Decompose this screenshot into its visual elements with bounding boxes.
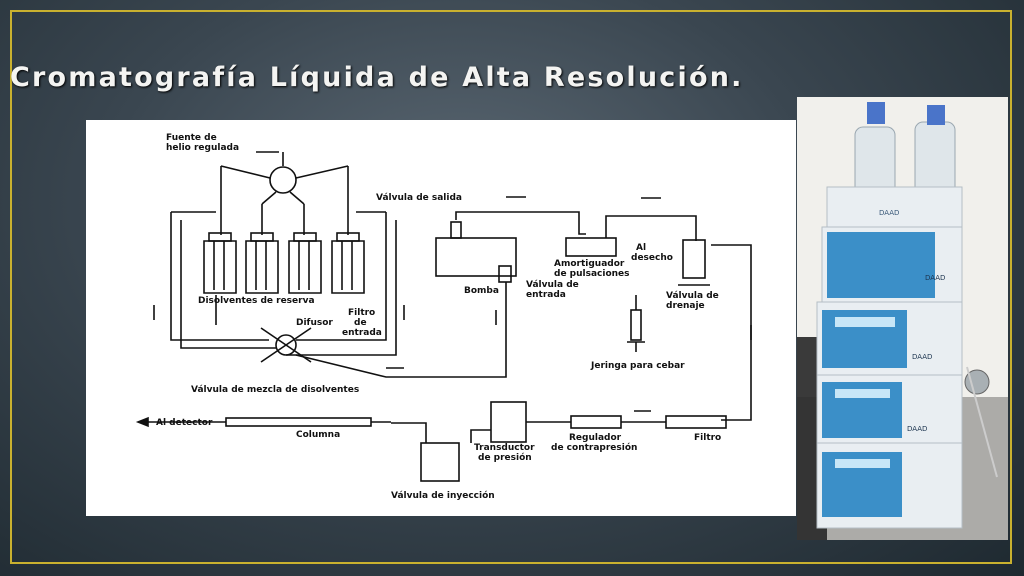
label-outlet-valve: Válvula de salida — [376, 193, 462, 203]
label-filter: Filtro — [694, 433, 721, 443]
svg-text:DAAD: DAAD — [912, 353, 932, 361]
hplc-instrument-photo: DAAD DAAD DAAD DAAD — [797, 97, 1008, 540]
label-inlet-valve: Válvula de — [526, 280, 579, 290]
label-to-waste-2: desecho — [631, 253, 673, 263]
solvent-bottle — [245, 232, 279, 294]
label-mixing-valve: Válvula de mezcla de disolventes — [191, 385, 359, 395]
label-helium-source-2: helio regulada — [166, 143, 239, 153]
solvent-bottle — [288, 232, 322, 294]
hplc-module: DAAD — [816, 301, 963, 378]
helium-manifold — [269, 166, 297, 194]
label-pulse-damper-2: de pulsaciones — [554, 269, 630, 279]
label-reservoir-solvents: Disolventes de reserva — [198, 296, 315, 306]
label-helium-source: Fuente de — [166, 133, 217, 143]
injector-valve-photo — [964, 366, 998, 478]
back-pressure-regulator-symbol — [570, 415, 622, 429]
label-pressure-transducer: Transductor — [474, 443, 535, 453]
label-inlet-filter: Filtro — [348, 308, 375, 318]
slide-frame — [10, 10, 1012, 564]
hplc-module: DAAD — [816, 374, 963, 446]
svg-text:DAAD: DAAD — [879, 209, 899, 217]
pressure-transducer-symbol — [490, 401, 527, 443]
hplc-instrument-svg: DAAD DAAD DAAD DAAD — [797, 97, 1008, 540]
label-column: Columna — [296, 430, 340, 440]
pulse-damper-symbol — [565, 237, 617, 257]
drain-valve-symbol — [682, 239, 706, 279]
label-injection-valve: Válvula de inyección — [391, 490, 495, 501]
hplc-diagram: Fuente de helio regulada Disolventes de … — [86, 120, 796, 516]
label-inlet-filter-3: entrada — [342, 328, 382, 338]
label-drain-valve: Válvula de — [666, 291, 719, 301]
hplc-module: DAAD — [821, 226, 963, 308]
label-back-pressure-regulator-2: de contrapresión — [551, 442, 637, 453]
svg-text:DAAD: DAAD — [907, 425, 927, 433]
label-pump: Bomba — [464, 286, 499, 296]
label-priming-syringe: Jeringa para cebar — [590, 361, 685, 371]
hplc-module-bottom — [816, 442, 963, 529]
label-to-detector: Al detector — [156, 418, 213, 428]
priming-syringe-symbol — [627, 295, 645, 352]
label-inlet-valve-2: entrada — [526, 290, 566, 300]
hplc-module: DAAD — [826, 186, 963, 233]
label-drain-valve-2: drenaje — [666, 301, 705, 311]
pump-symbol — [435, 237, 517, 277]
label-pulse-damper: Amortiguador — [554, 259, 625, 269]
label-diffuser: Difusor — [296, 318, 333, 328]
label-to-waste: Al — [636, 243, 646, 253]
column-symbol — [225, 417, 372, 427]
label-inlet-filter-2: de — [354, 318, 367, 328]
svg-text:DAAD: DAAD — [925, 274, 945, 282]
solvent-bottle — [331, 232, 365, 294]
slide-title: Cromatografía Líquida de Alta Resolución… — [10, 62, 744, 93]
filter-symbol — [665, 415, 727, 429]
hplc-diagram-svg: Fuente de helio regulada Disolventes de … — [135, 133, 752, 501]
label-pressure-transducer-2: de presión — [478, 452, 532, 463]
label-back-pressure-regulator: Regulador — [569, 433, 622, 443]
injection-valve-symbol — [420, 442, 460, 482]
solvent-bottles — [854, 102, 956, 203]
solvent-bottle — [203, 232, 237, 294]
